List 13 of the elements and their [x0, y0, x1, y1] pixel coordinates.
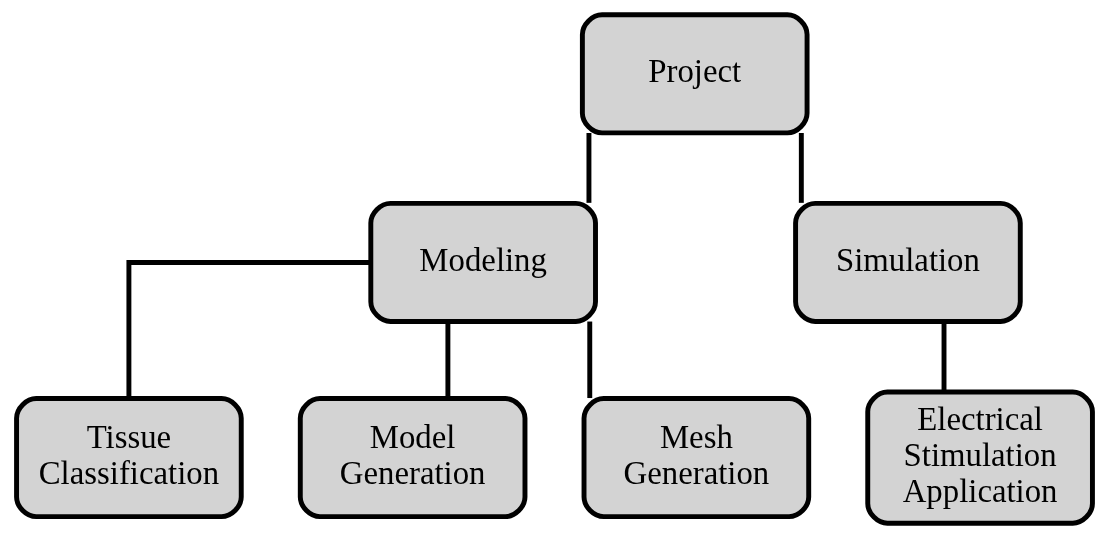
node-box: Modeling — [368, 200, 598, 324]
connector — [798, 133, 804, 203]
node-box: Project — [579, 12, 810, 136]
connector — [587, 321, 593, 399]
node-box: Model Generation — [297, 396, 528, 520]
node-box: Tissue Classification — [14, 396, 244, 520]
connector — [941, 321, 947, 392]
connector — [445, 321, 451, 399]
node-box: Mesh Generation — [581, 396, 812, 520]
connector — [586, 133, 592, 203]
connector — [126, 260, 371, 399]
node-box: Simulation — [793, 200, 1023, 324]
node-box: Electrical Stimulation Application — [865, 389, 1095, 526]
